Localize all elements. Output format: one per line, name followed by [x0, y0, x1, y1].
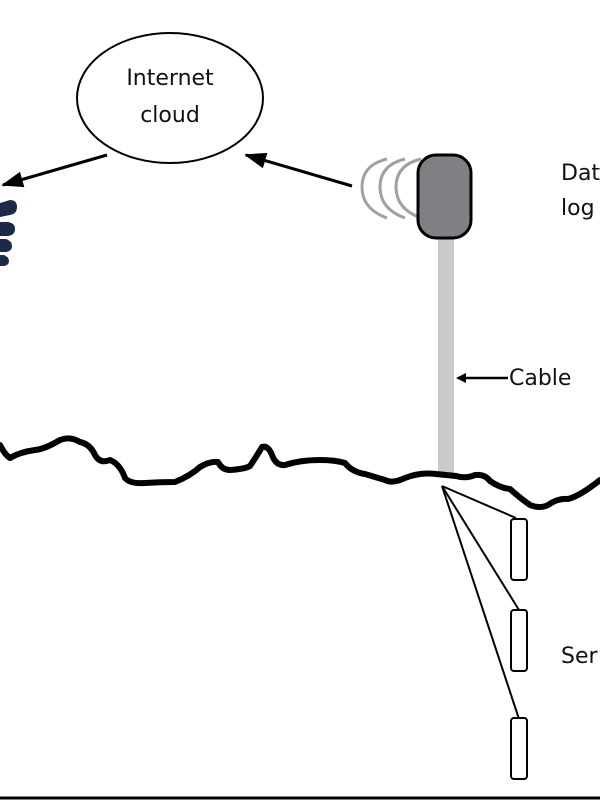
cable	[438, 238, 454, 476]
sensor-2	[510, 609, 528, 672]
wire-sensor-1	[441, 485, 517, 519]
sensor-wires	[441, 485, 520, 720]
sensor-3	[510, 717, 528, 780]
arrow-cloud-to-device	[1, 153, 108, 188]
cloud-label-line1: Internet	[126, 66, 214, 91]
cloud-label-line2: cloud	[140, 103, 200, 128]
arrow-logger-to-cloud	[244, 152, 353, 188]
wire-sensor-2	[441, 485, 520, 611]
internet-cloud-node: Internet cloud	[76, 32, 264, 164]
data-logger-label-line1: Dat	[561, 161, 600, 186]
data-logger-node	[416, 153, 473, 240]
wireless-waves-icon	[360, 157, 422, 220]
cable-label: Cable	[509, 366, 571, 391]
cloud-ellipse	[76, 32, 264, 164]
sensors-label: Ser	[561, 644, 599, 669]
wire-sensor-3	[441, 485, 520, 720]
user-device-icon	[0, 200, 17, 266]
data-logger-label-line2: log	[561, 196, 595, 221]
ground-surface-line	[0, 435, 600, 510]
sensor-1	[510, 518, 528, 581]
